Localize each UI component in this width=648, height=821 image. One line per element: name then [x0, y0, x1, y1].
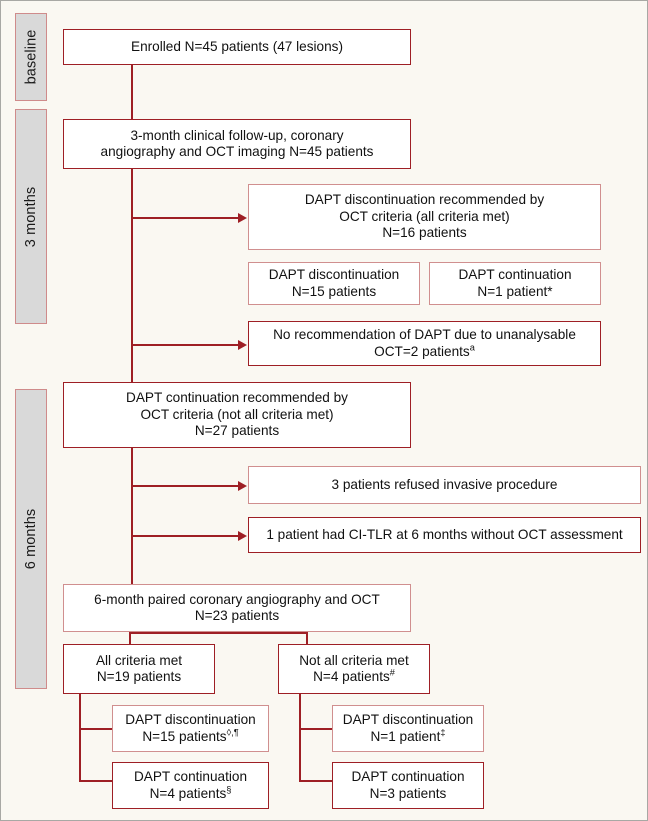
arrow-no-recommendation: [238, 340, 247, 350]
node-no-recommendation: No recommendation of DAPT due to unanaly…: [248, 321, 601, 366]
connector-branch-refused: [131, 485, 240, 487]
node-ci-tlr: 1 patient had CI-TLR at 6 months without…: [248, 517, 641, 553]
connector-branch-dapt-discont-rec: [131, 217, 240, 219]
node-no-recommendation-text: No recommendation of DAPT due to unanaly…: [273, 327, 576, 359]
stage-label-baseline: baseline: [15, 13, 47, 101]
stage-label-3-months: 3 months: [15, 109, 47, 324]
connector-left-to-discontinuation: [79, 728, 112, 730]
node-paired-6-months-text: 6-month paired coronary angiography and …: [94, 591, 380, 624]
node-ci-tlr-text: 1 patient had CI-TLR at 6 months without…: [266, 526, 623, 542]
node-enrolled: Enrolled N=45 patients (47 lesions): [63, 29, 411, 65]
connector-right-to-discontinuation: [299, 728, 332, 730]
connector-right-to-continuation: [299, 780, 332, 782]
connector-branch-ci-tlr: [131, 535, 240, 537]
connector-right-subtree-spine: [299, 694, 301, 780]
stage-label-6-months: 6 months: [15, 389, 47, 689]
stage-label-baseline-text: baseline: [23, 29, 40, 85]
arrow-ci-tlr: [238, 531, 247, 541]
arrow-dapt-discont-rec: [238, 213, 247, 223]
node-refused-invasive-procedure: 3 patients refused invasive procedure: [248, 466, 641, 504]
connector-spine-6-months: [131, 448, 133, 593]
connector-left-subtree-spine: [79, 694, 81, 780]
stage-label-6-months-text: 6 months: [23, 508, 40, 570]
connector-left-to-continuation: [79, 780, 112, 782]
node-enrolled-text: Enrolled N=45 patients (47 lesions): [131, 38, 343, 54]
connector-spine-3-months: [131, 169, 133, 389]
connector-paired-down-right: [306, 632, 308, 644]
node-refused-invasive-procedure-text: 3 patients refused invasive procedure: [331, 476, 558, 492]
connector-branch-no-recommendation: [131, 344, 240, 346]
connector-paired-down-left: [129, 632, 131, 644]
arrow-refused: [238, 481, 247, 491]
stage-label-3-months-text: 3 months: [23, 186, 40, 247]
connector-enrolled-to-followup: [131, 63, 133, 119]
connector-paired-split: [129, 632, 307, 634]
node-paired-6-months: 6-month paired coronary angiography and …: [63, 584, 411, 632]
